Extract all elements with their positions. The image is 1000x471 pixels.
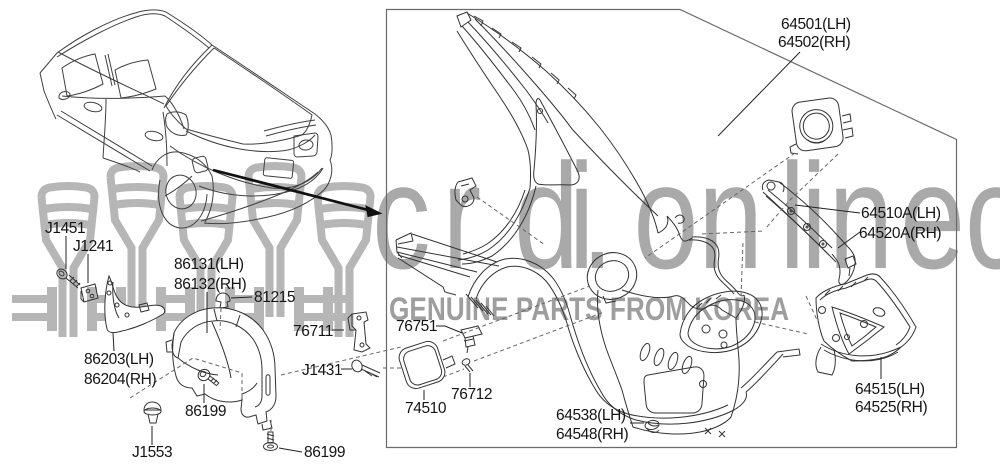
svg-text:86132(RH): 86132(RH) (174, 276, 246, 293)
svg-text:64525(RH): 64525(RH) (855, 399, 927, 416)
svg-text:64502(RH): 64502(RH) (778, 34, 850, 51)
svg-text:86203(LH): 86203(LH) (84, 351, 154, 368)
svg-text:64510A(LH): 64510A(LH) (861, 205, 941, 222)
svg-text:64515(LH): 64515(LH) (855, 381, 925, 398)
svg-text:J1241: J1241 (73, 238, 113, 255)
svg-text:76712: 76712 (451, 386, 492, 403)
svg-text:74510: 74510 (405, 400, 447, 417)
svg-text:J1431: J1431 (302, 362, 342, 379)
svg-text:86199: 86199 (185, 403, 226, 420)
svg-text:76711: 76711 (293, 323, 333, 340)
svg-text:86131(LH): 86131(LH) (174, 256, 244, 273)
svg-text:GENUINE PARTS FROM KOREA: GENUINE PARTS FROM KOREA (389, 291, 789, 327)
svg-text:64520A(RH): 64520A(RH) (859, 225, 941, 242)
svg-text:64501(LH): 64501(LH) (781, 16, 851, 33)
svg-text:81215: 81215 (254, 289, 295, 306)
svg-text:86204(RH): 86204(RH) (84, 371, 156, 388)
svg-text:64538(LH): 64538(LH) (556, 407, 626, 424)
svg-text:86199: 86199 (304, 444, 345, 461)
svg-text:J1553: J1553 (132, 444, 172, 461)
svg-text:76751: 76751 (396, 318, 437, 335)
svg-text:64548(RH): 64548(RH) (556, 426, 628, 443)
svg-text:J1451: J1451 (45, 220, 85, 237)
